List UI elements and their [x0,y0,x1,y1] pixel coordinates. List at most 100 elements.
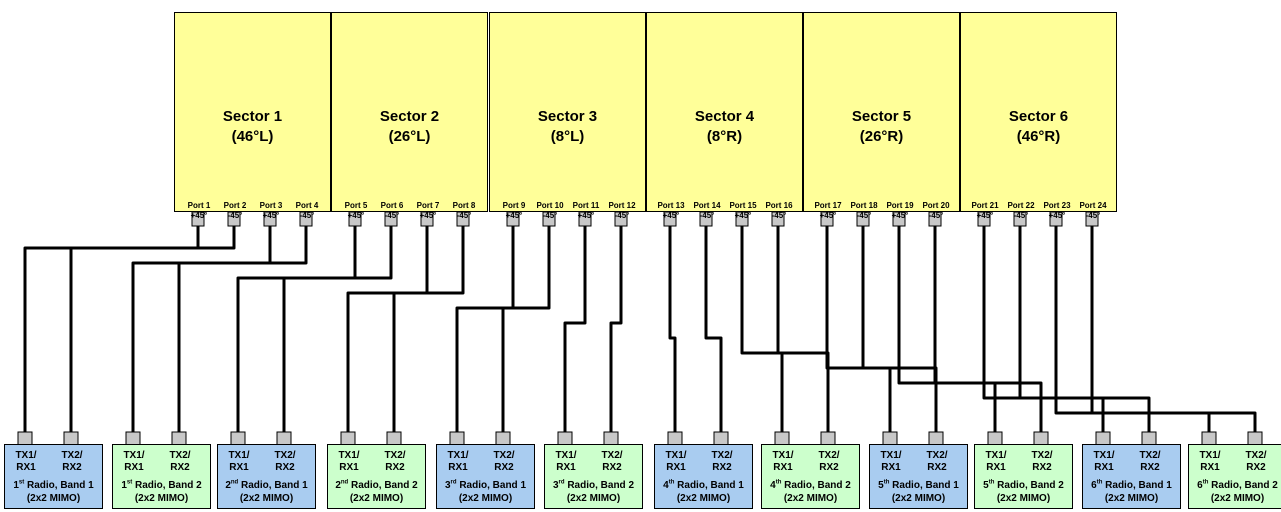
port-polarization: -45° [699,211,715,220]
radio-mimo: (2x2 MIMO) [26,493,81,504]
radio-band: Radio, Band 2 [564,480,634,491]
sector-name: Sector 5 [851,108,912,125]
connector-label-line: RX1 [881,462,901,473]
connector-label-line: TX2/ [1245,450,1267,461]
port-polarization: +45° [505,211,523,220]
radio-band: Radio, Band 1 [456,480,526,491]
cable [982,226,1105,432]
connector-label-line: RX2 [170,462,190,473]
radio-ordinal-suffix: st [18,479,25,486]
port-label: Port 6-45° [372,201,412,221]
tx2-rx2-label: TX2/RX2 [1238,450,1274,474]
port-name: Port 3 [259,201,283,210]
port-connector [506,211,520,227]
sector-angle: (8°L) [550,128,585,145]
port-polarization: +45° [419,211,437,220]
radio-band: Radio, Band 2 [132,480,202,491]
port-connector [542,211,556,227]
sector-name: Sector 3 [537,108,598,125]
radio-ordinal-suffix: rd [558,479,565,486]
port-polarization: -45° [542,211,558,220]
connector-label-line: TX2/ [493,450,515,461]
tx1-rx1-label: TX1/RX1 [8,450,44,474]
port-connector [263,211,277,227]
cable [346,226,429,432]
cable [131,226,272,432]
radio-number: 5 [878,480,884,491]
connector-label-line: TX1/ [228,450,250,461]
radio-band: Radio, Band 2 [994,480,1064,491]
port-connector [299,211,313,227]
connector-label-line: TX2/ [818,450,840,461]
port-polarization: +45° [819,211,837,220]
port-polarization: -45° [299,211,315,220]
tx2-rx2-label: TX2/RX2 [54,450,90,474]
radio-title: 6th Radio, Band 2 [1189,480,1281,492]
sector-name: Sector 6 [1008,108,1069,125]
port-name: Port 22 [1007,201,1035,210]
radio-ordinal-suffix: rd [450,479,457,486]
tx2-rx2-label: TX2/RX2 [377,450,413,474]
tx1-rx1-label: TX1/RX1 [440,450,476,474]
connector-label-line: TX1/ [15,450,37,461]
tx1-rx1-label: TX1/RX1 [873,450,909,474]
port-name: Port 1 [187,201,211,210]
radio-band: Radio, Band 2 [1208,480,1278,491]
tx2-rx2-label: TX2/RX2 [811,450,847,474]
sector-block: Sector 3 (8°L) Port 9+45° Port 10-45°Port 1… [489,12,646,220]
port-label: Port 5+45° [336,201,376,221]
cable [501,226,551,432]
tx2-rx2-label: TX2/RX2 [594,450,630,474]
radio-mimo: (2x2 MIMO) [349,493,404,504]
connector-label-line: RX1 [1200,462,1220,473]
port-name: Port 24 [1079,201,1107,210]
radio-title: 3rd Radio, Band 2 [545,480,642,492]
port-name: Port 18 [850,201,878,210]
tx1-rx1-label: TX1/RX1 [658,450,694,474]
cable [236,226,357,432]
radio-mimo: (2x2 MIMO) [239,493,294,504]
radio-mimo: (2x2 MIMO) [566,493,621,504]
radio-mimo: (2x2 MIMO) [783,493,838,504]
port-name: Port 13 [657,201,685,210]
connector-label-line: TX2/ [61,450,83,461]
cable [776,226,830,432]
radio-ordinal-suffix: nd [230,479,239,486]
radio-band: Radio, Band 1 [1102,480,1172,491]
port-name: Port 6 [380,201,404,210]
port-label: Port 17+45° [808,201,848,221]
port-name: Port 14 [693,201,721,210]
port-connector [977,211,991,227]
tx1-rx1-label: TX1/RX1 [548,450,584,474]
radio-block: TX1/RX1 TX2/RX2 3rd Radio, Band 2(2x2 MIMO… [544,444,643,509]
connector-label-line: TX1/ [555,450,577,461]
connector-label-line: RX2 [1140,462,1160,473]
connector-label-line: RX2 [385,462,405,473]
radio-number: 2 [335,480,341,491]
connector-label-line: RX2 [819,462,839,473]
port-name: Port 8 [452,201,476,210]
connector-label-line: TX2/ [384,450,406,461]
port-label: Port 23+45° [1037,201,1077,221]
connector-label-line: TX2/ [1139,450,1161,461]
cable [282,226,393,432]
tx1-rx1-label: TX1/RX1 [765,450,801,474]
connector-label-line: TX1/ [772,450,794,461]
cable [740,226,784,432]
port-label: Port 11+45° [566,201,606,221]
port-connector [578,211,592,227]
cable [933,226,1043,432]
port-label: Port 10-45° [530,201,570,221]
cable [704,226,723,432]
port-name: Port 9 [502,201,526,210]
port-polarization: -45° [1013,211,1029,220]
sector-name: Sector 4 [694,108,755,125]
connector-label-line: TX1/ [338,450,360,461]
port-connector [1049,211,1063,227]
radio-band: Radio, Band 1 [674,480,744,491]
cable [392,226,465,432]
port-name: Port 19 [886,201,914,210]
port-name: Port 23 [1043,201,1071,210]
